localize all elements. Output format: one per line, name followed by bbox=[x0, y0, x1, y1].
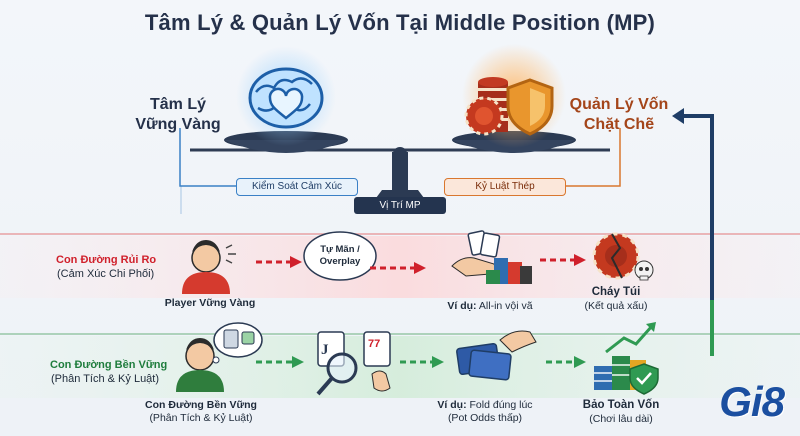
right-title: Quản Lý Vốn Chặt Chẽ bbox=[556, 95, 682, 135]
risk-bubble-text: Tự Mãn / Overplay bbox=[304, 244, 376, 268]
right-title-line1: Quản Lý Vốn bbox=[569, 96, 669, 113]
risk-result-sub: (Kết quả xấu) bbox=[584, 300, 648, 312]
safe-player-caption: Con Đường Bền Vững bbox=[145, 399, 257, 411]
left-title-line2: Vững Vàng bbox=[135, 116, 221, 133]
safe-example-text: Fold đúng lúc bbox=[466, 399, 533, 411]
safe-example-bold: Ví dụ: bbox=[437, 399, 467, 411]
chip-stack-icon bbox=[464, 77, 508, 136]
gi8-logo[interactable]: Gi8 bbox=[719, 378, 785, 425]
right-title-line2: Chặt Chẽ bbox=[583, 116, 655, 133]
card-right-rank: 77 bbox=[368, 338, 381, 350]
safe-player-subcaption: (Phân Tích & Kỷ Luật) bbox=[149, 412, 253, 424]
page-title: Tâm Lý & Quản Lý Vốn Tại Middle Position… bbox=[144, 10, 656, 35]
safe-path-label: Con Đường Bền Vững bbox=[50, 359, 168, 371]
broken-chip-icon bbox=[592, 232, 640, 280]
risk-result-title: Cháy Túi bbox=[591, 286, 641, 298]
cards-magnifier-icon bbox=[316, 331, 391, 396]
player-icon-risk bbox=[182, 240, 230, 294]
shield-icon bbox=[506, 78, 554, 136]
fold-cards-icon bbox=[456, 330, 537, 381]
thought-bubble-risk bbox=[303, 231, 377, 281]
risk-example: Ví dụ: All-in vội vã bbox=[430, 300, 550, 313]
risk-bubble-line2: Overplay bbox=[319, 256, 361, 267]
brain-icon bbox=[248, 67, 324, 129]
safe-example-sub: (Pot Odds thấp) bbox=[447, 412, 523, 424]
left-title-line1: Tâm Lý bbox=[149, 96, 206, 113]
card-left-rank: J bbox=[321, 342, 329, 358]
safe-result-sub: (Chơi lâu dài) bbox=[589, 413, 653, 425]
all-in-icon bbox=[451, 230, 532, 284]
thought-cloud-calculator bbox=[212, 322, 263, 364]
mp-position-pill: Vị Trí MP bbox=[354, 197, 446, 214]
safe-example: Ví dụ: Fold đúng lúc bbox=[420, 399, 550, 412]
safe-band bbox=[0, 336, 800, 398]
player-icon-safe bbox=[176, 338, 224, 392]
risk-path-label: Con Đường Rủi Ro bbox=[56, 254, 157, 266]
emotion-control-pill: Kiểm Soát Cảm Xúc bbox=[236, 178, 358, 196]
risk-path-sublabel: (Cảm Xúc Chi Phối) bbox=[57, 268, 155, 280]
risk-example-bold: Ví dụ: bbox=[447, 300, 477, 312]
skull-icon bbox=[634, 260, 654, 281]
risk-bubble-line1: Tự Mãn / bbox=[320, 244, 360, 255]
discipline-pill: Kỷ Luật Thép bbox=[444, 178, 566, 196]
safe-result-title: Bảo Toàn Vốn bbox=[582, 399, 660, 411]
chip-stacks-safe-icon bbox=[594, 322, 659, 395]
left-title: Tâm Lý Vững Vàng bbox=[118, 95, 238, 135]
safe-path-sublabel: (Phân Tích & Kỷ Luật) bbox=[51, 373, 160, 385]
risk-example-text: All-in vội vã bbox=[476, 300, 533, 312]
risk-player-caption: Player Vững Vàng bbox=[164, 297, 256, 309]
